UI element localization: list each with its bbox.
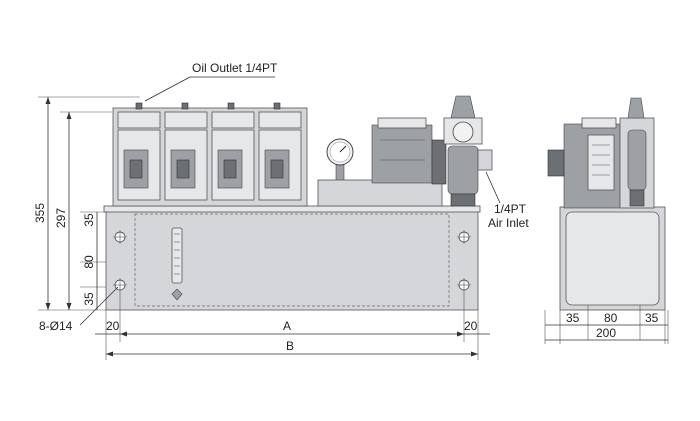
dim-35-top: 35 — [82, 213, 96, 227]
dim-a: A — [283, 319, 291, 333]
tank-body — [105, 209, 479, 311]
side-view — [547, 97, 666, 340]
side-dimension-lines — [544, 310, 669, 344]
air-inlet-leader — [485, 171, 501, 204]
vertical-dimension-lines — [38, 96, 140, 311]
tank-inner-dash — [134, 213, 450, 307]
oil-level-gauge — [171, 227, 183, 301]
side-dim-200: 200 — [596, 326, 616, 340]
tank-top-rim — [103, 205, 481, 213]
side-dim-35-left: 35 — [566, 311, 580, 325]
dim-20-right: 20 — [464, 319, 478, 333]
pump-units — [112, 102, 308, 207]
dim-b: B — [286, 339, 294, 353]
air-inlet-label: Air Inlet — [488, 216, 529, 230]
side-dim-80: 80 — [604, 311, 618, 325]
air-filter-regulator — [443, 95, 493, 207]
dim-35-bottom: 35 — [82, 292, 96, 306]
air-motor — [317, 117, 447, 207]
dim-80: 80 — [82, 255, 96, 269]
holes-label: 8-Ø14 — [39, 319, 73, 333]
holes-leader — [79, 286, 119, 326]
side-dim-35-right: 35 — [645, 311, 659, 325]
horizontal-dimension-lines — [95, 292, 490, 360]
air-inlet-size-label: 1/4PT — [494, 202, 527, 216]
pressure-gauge — [326, 138, 354, 195]
oil-outlet-label: Oil Outlet 1/4PT — [192, 61, 278, 75]
dim-297: 297 — [54, 208, 68, 228]
oil-outlet-leader — [144, 76, 275, 102]
dim-355: 355 — [33, 203, 47, 223]
dim-20-left: 20 — [106, 319, 120, 333]
